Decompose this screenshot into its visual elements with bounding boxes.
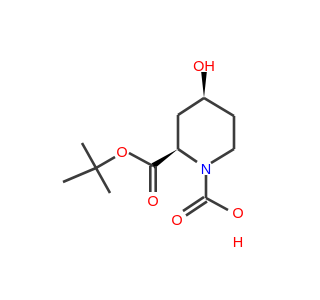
bond-cacid-o-double-2 bbox=[185, 200, 208, 217]
bond-c3-c4 bbox=[177, 96, 205, 117]
atom-oh-top: OH bbox=[193, 59, 215, 75]
bond-cq-me-left bbox=[62, 166, 97, 184]
bond-c6-n1 bbox=[210, 147, 235, 165]
bond-ester-c-o-single bbox=[128, 151, 154, 168]
wedge-bond-c2-ester bbox=[151, 149, 178, 169]
bond-o-cq bbox=[95, 155, 116, 170]
bond-cacid-oh bbox=[205, 196, 229, 212]
bond-cacid-o-double-1 bbox=[182, 195, 205, 213]
bond-n1-c2 bbox=[177, 147, 198, 164]
structure-canvas: OH N O O O O H bbox=[62, 59, 244, 251]
atom-ring-nitrogen: N bbox=[201, 162, 211, 178]
bond-c4-c5 bbox=[203, 96, 235, 118]
atom-acid-carbonyl-oxygen: O bbox=[171, 213, 182, 229]
atom-ester-carbonyl-oxygen: O bbox=[147, 194, 158, 210]
bond-cq-me-top bbox=[80, 142, 98, 169]
molecule-drawing: OH N O O O O H bbox=[62, 59, 244, 251]
atom-oh-top-h: H bbox=[204, 59, 214, 75]
atom-oh-top-symbol: O bbox=[193, 59, 204, 75]
atom-acid-hydroxyl-symbol: O bbox=[232, 206, 243, 222]
atom-acid-hydroxyl-h: H bbox=[233, 235, 243, 251]
atom-ester-oxygen: O bbox=[116, 145, 127, 161]
bond-cq-me-bottom bbox=[94, 167, 112, 194]
wedge-bond-c4-oh bbox=[201, 72, 207, 98]
atom-acid-hydroxyl: O bbox=[232, 206, 243, 222]
